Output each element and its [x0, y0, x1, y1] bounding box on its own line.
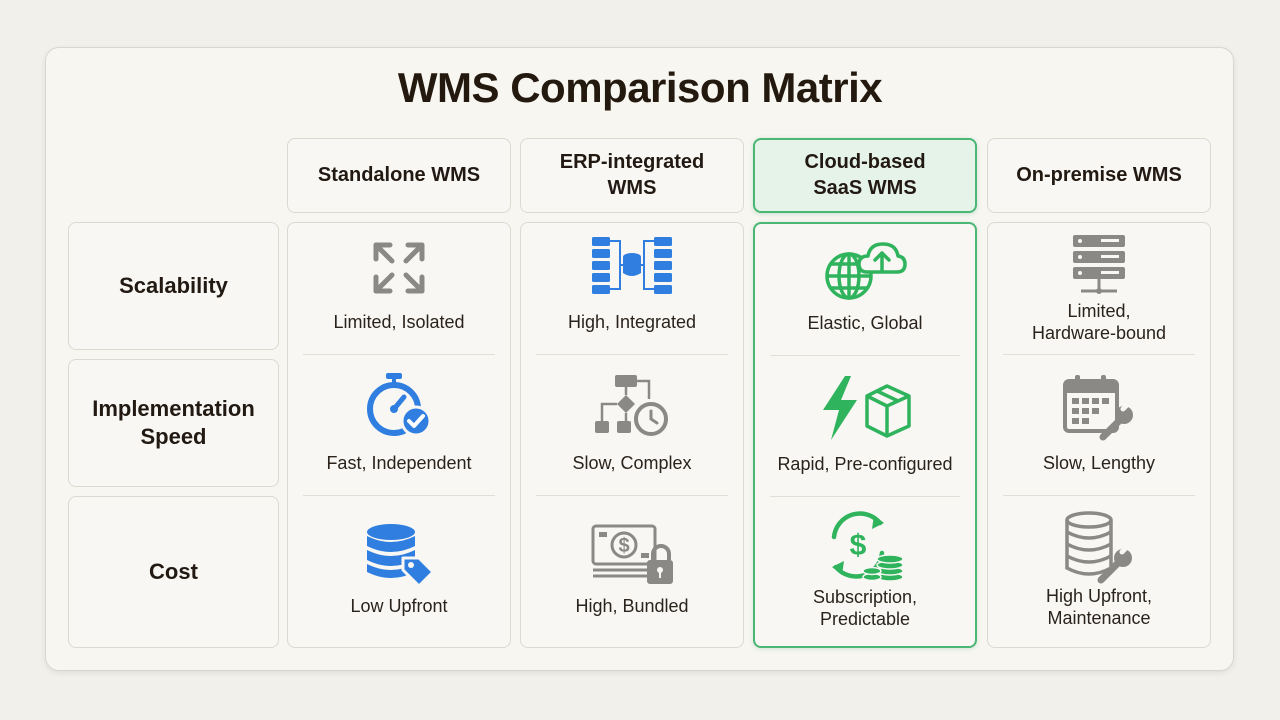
cell-text: Limited, Hardware-bound [1031, 301, 1167, 343]
row-divider [1003, 354, 1195, 355]
cell-onprem-implementation-speed: Slow, Lengthy [988, 355, 1210, 495]
calendar-wrench-icon [1063, 375, 1133, 441]
cell-text: Limited, Isolated [333, 312, 465, 332]
row-divider [1003, 495, 1195, 496]
svg-text:$: $ [850, 529, 867, 562]
row-header-implementation-speed: Implementation Speed [68, 359, 279, 487]
globe-cloud-icon [825, 242, 907, 300]
column-standalone: Limited, Isolated Fast, Independent Low … [287, 222, 511, 648]
svg-text:$: $ [618, 535, 629, 557]
page-title: WMS Comparison Matrix [397, 64, 883, 111]
money-lock-icon: $ [591, 524, 673, 584]
cell-onprem-cost: High Upfront, Maintenance [988, 496, 1210, 648]
cell-standalone-implementation-speed: Fast, Independent [288, 355, 510, 495]
row-header-cost: Cost [68, 496, 279, 648]
row-divider [536, 354, 728, 355]
cell-erp-cost: $ High, Bundled [521, 496, 743, 648]
cell-text: Slow, Lengthy [1042, 453, 1156, 473]
row-divider [536, 495, 728, 496]
column-header-standalone: Standalone WMS [287, 138, 511, 213]
cell-text: Elastic, Global [807, 313, 923, 333]
cell-erp-scalability: High, Integrated [521, 223, 743, 355]
server-rack-icon [1073, 235, 1125, 294]
cell-text: Rapid, Pre-configured [777, 454, 953, 474]
cell-text: Low Upfront [350, 596, 448, 616]
column-header-erp-integrated: ERP-integrated WMS [520, 138, 744, 213]
network-servers-icon [592, 237, 672, 294]
database-tag-icon [367, 524, 435, 588]
cell-onprem-scalability: Limited, Hardware-bound [988, 223, 1210, 355]
cell-text: Subscription, Predictable [812, 587, 918, 629]
row-divider [303, 354, 495, 355]
cell-erp-implementation-speed: Slow, Complex [521, 355, 743, 495]
column-header-cloud-saas: Cloud-based SaaS WMS [753, 138, 977, 213]
flowchart-clock-icon [595, 375, 668, 436]
column-on-premise: Limited, Hardware-bound Slow, Lengthy [987, 222, 1211, 648]
column-header-on-premise: On-premise WMS [987, 138, 1211, 213]
column-cloud-saas: Elastic, Global Rapid, Pre-configured $ [753, 222, 977, 648]
cell-text: Fast, Independent [326, 453, 472, 473]
stopwatch-check-icon [367, 373, 432, 437]
cell-text: Slow, Complex [572, 453, 692, 473]
cell-cloud-cost: $ Subscription, Predictable [755, 497, 975, 649]
dollar-cycle-coins-icon: $ [831, 511, 904, 581]
cell-text: High, Integrated [567, 312, 697, 332]
cell-text: High, Bundled [575, 596, 689, 616]
row-header-scalability: Scalability [68, 222, 279, 350]
cell-standalone-cost: Low Upfront [288, 496, 510, 648]
database-wrench-icon [1065, 511, 1132, 584]
row-divider [770, 496, 960, 497]
row-divider [303, 495, 495, 496]
cell-cloud-scalability: Elastic, Global [755, 224, 975, 356]
expand-arrows-icon [373, 242, 425, 294]
row-divider [770, 355, 960, 356]
column-erp-integrated: High, Integrated Slow, Complex [520, 222, 744, 648]
cell-text: High Upfront, Maintenance [1045, 586, 1153, 628]
lightning-box-icon [823, 376, 911, 440]
cell-cloud-implementation-speed: Rapid, Pre-configured [755, 356, 975, 496]
cell-standalone-scalability: Limited, Isolated [288, 223, 510, 355]
